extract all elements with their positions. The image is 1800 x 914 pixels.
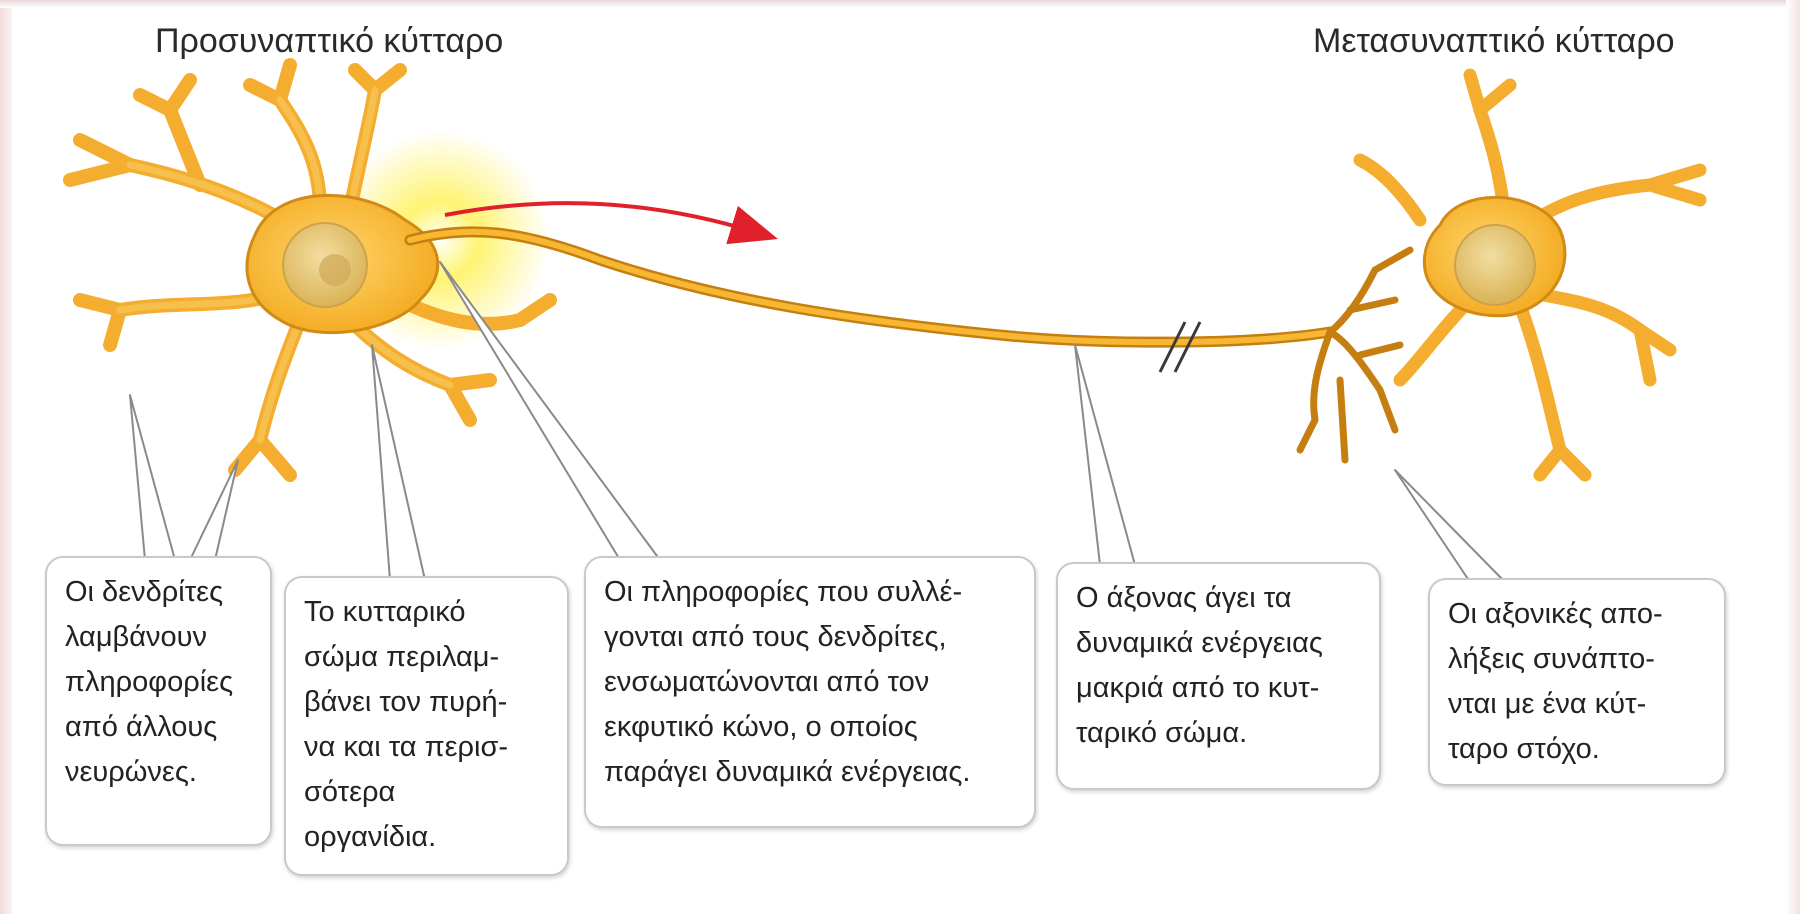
callout-axon-hillock-text: Οι πληροφορίες που συλλέ- γονται από του… xyxy=(604,570,1016,795)
presynaptic-neuron xyxy=(70,65,1330,475)
pointer-cell-body xyxy=(372,345,425,580)
callout-axon-terminals: Οι αξονικές απο- λήξεις συνάπτο- νται με… xyxy=(1428,578,1726,786)
callout-dendrites-text: Οι δενδρίτες λαμβάνουν πληροφορίες από ά… xyxy=(65,570,252,795)
postsynaptic-neuron xyxy=(1300,75,1700,475)
axon xyxy=(410,232,1330,342)
callout-axon-terminals-text: Οι αξονικές απο- λήξεις συνάπτο- νται με… xyxy=(1448,592,1706,772)
pointer-dendrites xyxy=(130,395,175,560)
callout-cell-body: Το κυτταρικό σώμα περιλαμ- βάνει τον πυρ… xyxy=(284,576,569,876)
callout-axon-text: Ο άξονας άγει τα δυναμικά ενέργειας μακρ… xyxy=(1076,576,1361,756)
callout-dendrites: Οι δενδρίτες λαμβάνουν πληροφορίες από ά… xyxy=(45,556,272,846)
callout-axon: Ο άξονας άγει τα δυναμικά ενέργειας μακρ… xyxy=(1056,562,1381,790)
presynaptic-title: Προσυναπτικό κύτταρο xyxy=(155,22,503,61)
axon-terminals xyxy=(1300,250,1410,460)
pointer-axon xyxy=(1075,345,1135,565)
callout-axon-hillock: Οι πληροφορίες που συλλέ- γονται από του… xyxy=(584,556,1036,828)
pointer-dendrites-2 xyxy=(190,460,238,560)
callout-cell-body-text: Το κυτταρικό σώμα περιλαμ- βάνει τον πυρ… xyxy=(304,590,549,860)
postsynaptic-title: Μετασυναπτικό κύτταρο xyxy=(1313,22,1675,61)
pointer-axon-terminals xyxy=(1395,470,1505,582)
